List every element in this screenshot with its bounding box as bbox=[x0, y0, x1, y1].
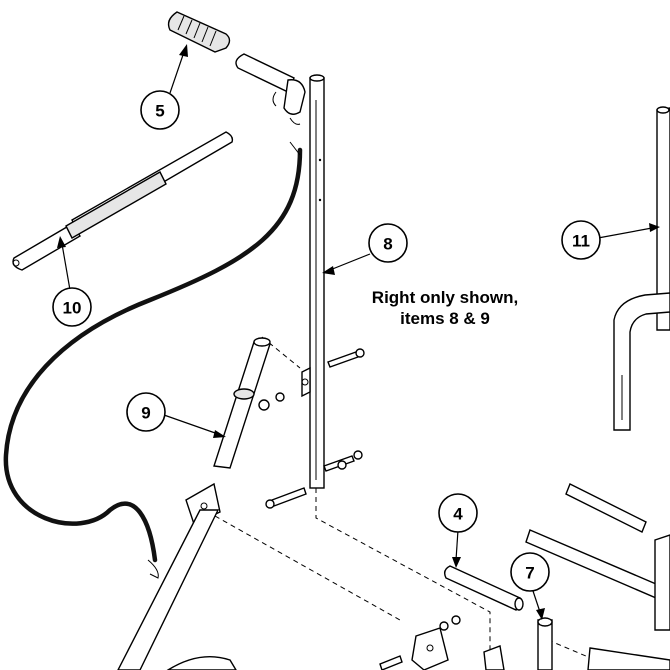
callout-7: 7 bbox=[510, 552, 550, 592]
callout-11: 11 bbox=[561, 220, 601, 260]
side-frame bbox=[613, 106, 670, 431]
lower-right-parts bbox=[443, 483, 670, 670]
note-line-2: items 8 & 9 bbox=[400, 309, 490, 328]
brake-cable bbox=[3, 147, 303, 563]
callout-8: 8 bbox=[368, 223, 408, 263]
post-hardware bbox=[258, 348, 365, 509]
callout-5-label: 5 bbox=[155, 102, 164, 121]
callout-4: 4 bbox=[438, 493, 478, 533]
callout-8-label: 8 bbox=[383, 235, 392, 254]
callout-10: 10 bbox=[52, 287, 92, 327]
leader-lines bbox=[57, 44, 660, 620]
bottom-bracket bbox=[166, 615, 505, 670]
callout-4-label: 4 bbox=[453, 505, 463, 524]
lower-arm bbox=[117, 337, 271, 670]
callout-10-label: 10 bbox=[63, 299, 82, 318]
callout-5: 5 bbox=[140, 90, 180, 130]
hand-grip bbox=[167, 11, 306, 125]
vertical-post bbox=[301, 74, 325, 489]
callout-9-label: 9 bbox=[141, 404, 150, 423]
diagram-note: Right only shown, items 8 & 9 bbox=[330, 287, 560, 329]
callout-11-label: 11 bbox=[572, 232, 590, 251]
callout-9: 9 bbox=[126, 392, 166, 432]
telescoping-tube bbox=[12, 131, 234, 271]
callout-7-label: 7 bbox=[525, 564, 534, 583]
note-line-1: Right only shown, bbox=[371, 288, 519, 307]
